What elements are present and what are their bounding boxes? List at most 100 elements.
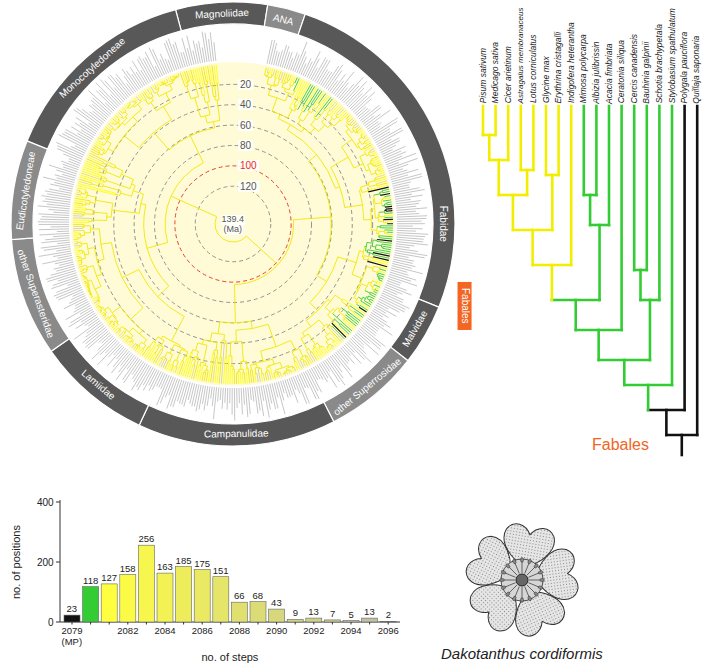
anther bbox=[501, 585, 507, 590]
axis-tick bbox=[388, 622, 389, 625]
tree-branch bbox=[494, 106, 497, 135]
axis-tick bbox=[220, 622, 221, 625]
stamen bbox=[503, 580, 515, 581]
stamen bbox=[515, 586, 520, 597]
tree-branch bbox=[647, 385, 650, 410]
time-circle bbox=[93, 84, 372, 363]
tree-branch bbox=[620, 106, 623, 330]
bar-value: 163 bbox=[157, 562, 173, 572]
tree-branches bbox=[73, 65, 393, 384]
species-name: Ceratonia siliqua bbox=[617, 40, 626, 103]
x-tick-label: 2090 bbox=[266, 626, 287, 636]
stamen bbox=[528, 573, 539, 578]
time-circle bbox=[154, 145, 311, 302]
clade-band: other Superrosidae bbox=[331, 355, 403, 417]
root-age-label: (Ma) bbox=[223, 225, 244, 235]
axis-tick bbox=[56, 622, 60, 623]
flower-centre bbox=[516, 574, 528, 586]
tree-branch bbox=[671, 106, 674, 385]
tree-branch bbox=[597, 330, 600, 360]
tree-branch bbox=[551, 175, 554, 230]
tree-branch bbox=[531, 230, 534, 265]
ring-band bbox=[139, 402, 334, 446]
ring-band bbox=[324, 347, 408, 422]
ring-band bbox=[391, 299, 439, 361]
histogram-bar bbox=[213, 577, 229, 622]
bar-value: 151 bbox=[213, 566, 229, 576]
stamen bbox=[527, 567, 535, 575]
order-label: Fabales bbox=[592, 436, 649, 454]
bar-value: 23 bbox=[67, 604, 78, 614]
species-name: Acacia fimbriata bbox=[605, 43, 614, 103]
flower-disc bbox=[501, 559, 543, 601]
stamen bbox=[525, 586, 530, 597]
species-name: Indigofera heterantha bbox=[566, 22, 575, 103]
ring-band bbox=[298, 14, 455, 307]
tree-branch bbox=[497, 160, 500, 195]
axis-tick bbox=[276, 622, 277, 625]
species-name: Mimosa polycarpa bbox=[579, 34, 588, 103]
species-caption: Dakotanthus cordiformis bbox=[441, 646, 603, 663]
tree-branch bbox=[557, 106, 560, 175]
ring-band bbox=[12, 238, 70, 351]
x-tick-label: 2086 bbox=[192, 626, 213, 636]
tree-branch bbox=[680, 435, 683, 455]
tree-branch bbox=[658, 106, 661, 300]
anther bbox=[521, 598, 524, 603]
stamen bbox=[527, 585, 535, 593]
tree-branch bbox=[649, 300, 652, 360]
bar-value: 158 bbox=[120, 564, 136, 574]
histogram-bar bbox=[64, 615, 80, 622]
bar-value: 66 bbox=[234, 591, 245, 601]
stamen bbox=[509, 585, 517, 593]
species-name: Schotia brachypetala bbox=[655, 24, 664, 103]
bar-value: 185 bbox=[176, 556, 192, 566]
x-axis-title: no. of steps bbox=[202, 651, 259, 663]
tree-branch bbox=[532, 106, 535, 170]
axis-tick bbox=[56, 502, 60, 503]
bar-value: 118 bbox=[83, 576, 98, 586]
stamen bbox=[525, 562, 530, 573]
tree-branch bbox=[526, 170, 529, 195]
clade-name: Campanulidae bbox=[204, 427, 269, 440]
bar-value: 9 bbox=[293, 608, 298, 618]
species-name: Bauhinia galpinii bbox=[642, 41, 651, 103]
time-scale-label: 120 bbox=[238, 181, 259, 192]
y-tick-label: 0 bbox=[48, 617, 54, 628]
species-name: Erythrina cristagalli bbox=[554, 31, 563, 103]
tree-branch bbox=[595, 106, 598, 195]
tree-branch bbox=[512, 195, 515, 230]
tree-branch bbox=[608, 106, 611, 225]
stamen bbox=[509, 567, 517, 575]
tree-branch bbox=[574, 300, 577, 330]
x-tick-label: 2084 bbox=[155, 626, 176, 636]
species-name: Astragalus membranaceus bbox=[516, 7, 525, 103]
stamen bbox=[522, 561, 523, 573]
x-tick-label: 2096 bbox=[378, 626, 399, 636]
axis-tick bbox=[332, 622, 333, 625]
species-name: Glycine max bbox=[541, 56, 550, 103]
bar-value: 68 bbox=[253, 591, 264, 601]
axis-tick bbox=[127, 622, 128, 625]
tree-branch bbox=[665, 410, 668, 435]
histogram-bar bbox=[120, 575, 136, 622]
stamen bbox=[522, 587, 523, 599]
time-circle bbox=[195, 186, 271, 262]
x-tick-label: 2079 bbox=[62, 626, 83, 636]
histogram-bar bbox=[324, 620, 340, 622]
y-axis-title: no. of positions bbox=[10, 525, 22, 599]
tree-branch bbox=[683, 106, 686, 410]
x-tick-label: 2094 bbox=[341, 626, 362, 636]
histogram-bar bbox=[306, 618, 322, 622]
y-tick-label: 200 bbox=[37, 557, 54, 568]
x-tick-label: 2088 bbox=[229, 626, 250, 636]
bar-value: 127 bbox=[101, 573, 117, 583]
axis-tick bbox=[56, 562, 60, 563]
stamen bbox=[529, 580, 541, 581]
species-name: Polygala pauciflora bbox=[680, 31, 689, 103]
histogram-bar bbox=[176, 567, 192, 623]
anther bbox=[521, 558, 524, 563]
clade-name: Fabidae bbox=[437, 206, 449, 242]
histogram-bar bbox=[362, 618, 378, 622]
